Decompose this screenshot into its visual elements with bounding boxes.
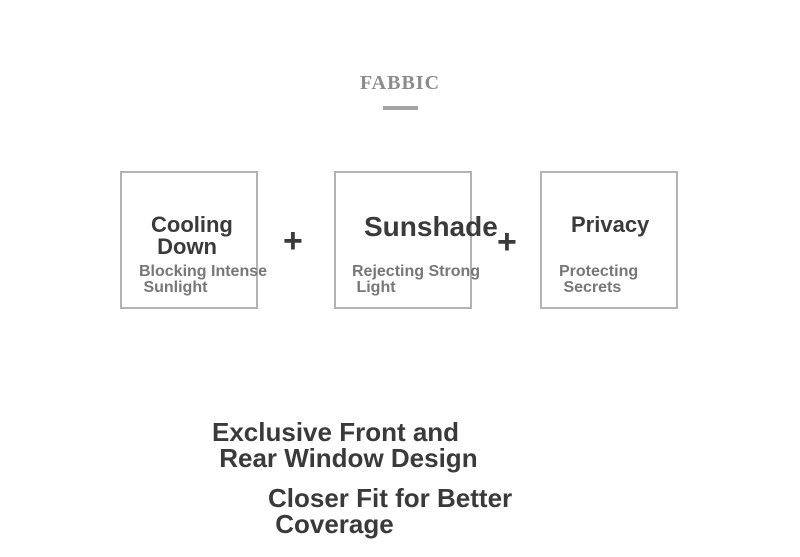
feature-box-privacy — [540, 171, 678, 309]
plus-separator: + — [497, 223, 517, 261]
feature-box-sunshade — [334, 171, 472, 309]
feature-box-cooling — [120, 171, 258, 309]
feature-subtitle-sunshade: Rejecting Strong Light — [352, 263, 481, 296]
feature-title-privacy: Privacy — [571, 212, 650, 237]
feature-subtitle-privacy: Protecting Secrets — [559, 263, 639, 296]
feature-subtitle-cooling: Blocking Intense Sunlight — [139, 263, 268, 296]
heading-underline — [383, 106, 418, 110]
feature-title-sunshade: Sunshade — [364, 211, 498, 242]
tagline-closer-fit: Closer Fit for Better Coverage — [268, 483, 513, 539]
section-heading: FABBIC — [359, 72, 441, 94]
feature-title-cooling: Cooling Down — [151, 212, 233, 259]
tagline-window-design: Exclusive Front and Rear Window Design — [212, 417, 478, 473]
plus-separator: + — [283, 222, 303, 260]
